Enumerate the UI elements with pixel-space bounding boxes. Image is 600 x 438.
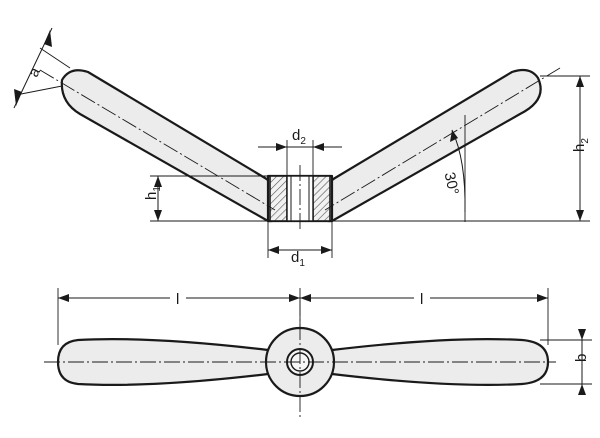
side-view (39, 67, 561, 232)
label-h2: h2 (571, 138, 591, 152)
dim-d2: d2 (258, 127, 342, 176)
label-d2: d2 (292, 127, 306, 147)
right-arm-centerline (324, 67, 561, 211)
right-arm (326, 68, 542, 223)
dim-a: a (13, 27, 71, 109)
label-l-right: l (420, 291, 423, 308)
dim-d1: d1 (267, 221, 333, 269)
label-angle: 30° (441, 171, 462, 197)
dim-b: b (540, 329, 592, 395)
dim-l: l l (57, 288, 549, 345)
left-arm-centerline (39, 69, 276, 211)
label-d1: d1 (291, 249, 305, 269)
label-l-left: l (176, 291, 179, 308)
hub-wall-left (269, 175, 288, 222)
dim-h2: h2 (332, 75, 591, 222)
dim-angle: 30° (441, 115, 466, 222)
hub-wall-right (312, 175, 331, 222)
plan-view (44, 300, 556, 420)
dim-h1: h1 (143, 175, 268, 222)
label-h1: h1 (143, 186, 163, 200)
label-b: b (573, 354, 590, 362)
